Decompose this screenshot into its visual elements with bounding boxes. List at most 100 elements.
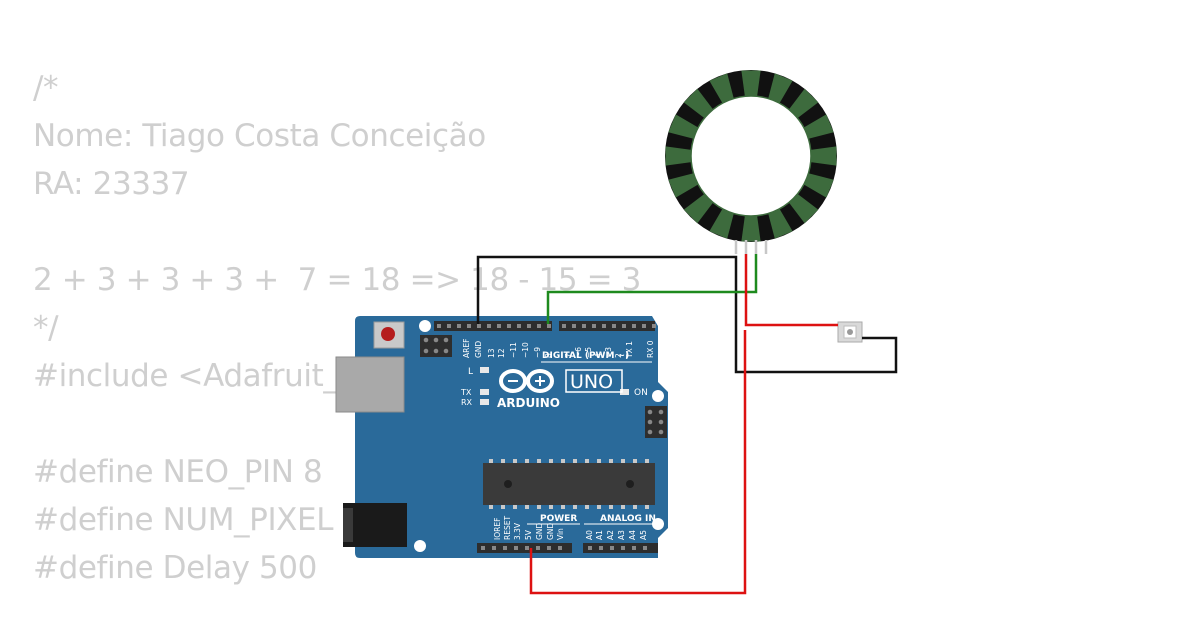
dc-power-jack	[343, 503, 407, 547]
pin-label: ~6	[574, 347, 583, 358]
atmega-chip	[483, 463, 655, 505]
pin-label: 7	[564, 353, 573, 358]
chip-leg	[585, 505, 589, 509]
header-pin	[632, 546, 636, 550]
pin-label: ~11	[509, 342, 518, 358]
header-pin	[525, 546, 529, 550]
pin-label: TX 1	[625, 341, 634, 359]
ring-pixel-16	[709, 73, 734, 104]
mounting-hole	[419, 320, 431, 332]
chip-leg	[501, 459, 505, 463]
chip-leg	[633, 505, 637, 509]
led-rx-label: RX	[461, 398, 473, 407]
icsp-header-right	[645, 406, 667, 438]
header-pin	[632, 324, 636, 328]
chip-leg	[561, 459, 565, 463]
chip-leg	[561, 505, 565, 509]
ring-pixel-2	[768, 73, 793, 104]
header-pin	[572, 324, 576, 328]
header-pin	[562, 324, 566, 328]
header-pin	[547, 546, 551, 550]
code-line: Nome: Tiago Costa Conceição	[33, 118, 486, 154]
pin-label: ~3	[604, 347, 613, 358]
pin-label: A2	[606, 530, 615, 540]
header-pin	[437, 324, 441, 328]
ring-pixel-7	[788, 193, 819, 224]
pin-label: A5	[639, 530, 648, 540]
ring-pixel-10	[709, 208, 734, 239]
digital-label: DIGITAL (PWM ~)	[542, 351, 629, 361]
chip-leg	[549, 459, 553, 463]
usb-connector	[335, 356, 405, 413]
chip-leg	[489, 459, 493, 463]
pin-label: A1	[595, 530, 604, 540]
analog-header	[583, 543, 658, 553]
led-l	[480, 367, 489, 373]
chip-leg	[537, 505, 541, 509]
header-pin	[642, 324, 646, 328]
header-pin	[492, 546, 496, 550]
header-pin	[610, 546, 614, 550]
uno-badge	[565, 369, 623, 393]
chip-leg	[525, 505, 529, 509]
wire-5v-red-ring	[744, 254, 838, 327]
pin-label: IOREF	[493, 518, 502, 540]
single-neopixel[interactable]	[837, 321, 863, 343]
wire-5v-red-board	[529, 330, 747, 595]
chip-leg	[621, 459, 625, 463]
arduino-logo-symbols	[508, 376, 545, 386]
header-pin	[537, 324, 541, 328]
neopixel-ring[interactable]	[665, 70, 837, 254]
reset-button[interactable]	[381, 327, 395, 341]
led-l-label: L	[468, 367, 473, 377]
ring-pins	[734, 240, 768, 254]
chip-leg	[645, 459, 649, 463]
pin-label: 2	[614, 353, 623, 358]
arduino-logo	[499, 369, 554, 393]
header-pin	[477, 324, 481, 328]
arduino-brand: ARDUINO	[497, 396, 560, 410]
header-pin	[514, 546, 518, 550]
power-header	[477, 543, 572, 553]
code-line: RA: 23337	[33, 166, 190, 202]
pin-label: ~9	[533, 347, 542, 358]
header-pin	[547, 324, 551, 328]
ring-pixel-1	[741, 70, 761, 97]
header-pin	[517, 324, 521, 328]
chip-leg	[573, 459, 577, 463]
chip-leg	[525, 459, 529, 463]
header-pin	[558, 546, 562, 550]
header-pin	[481, 546, 485, 550]
chip-leg	[597, 505, 601, 509]
header-pin	[447, 324, 451, 328]
chip-leg	[549, 505, 553, 509]
code-line: 2 + 3 + 3 + 3 + 7 = 18 => 18 - 15 = 3	[33, 262, 641, 298]
pin-label: AREF	[462, 339, 471, 358]
digital-header-left	[434, 321, 552, 331]
ring-pixel-14	[668, 114, 699, 139]
header-pin	[467, 324, 471, 328]
pin-label: ~10	[521, 342, 530, 358]
pin-label: 4	[594, 353, 603, 358]
chip-leg	[573, 505, 577, 509]
uno-label: UNO	[570, 371, 613, 393]
pin-label: GND	[535, 523, 544, 540]
header-pin	[622, 324, 626, 328]
code-line: #define Delay 500	[33, 550, 317, 586]
pin-label: RX 0	[646, 340, 655, 358]
header-pin	[602, 324, 606, 328]
pin-label: 13	[487, 348, 496, 358]
code-line: */	[33, 310, 59, 346]
header-pin	[487, 324, 491, 328]
mounting-hole	[414, 540, 426, 552]
pin-label: GND	[474, 341, 483, 358]
chip-leg	[645, 505, 649, 509]
chip-leg	[537, 459, 541, 463]
ring-pixel-5	[810, 146, 837, 166]
header-pin	[527, 324, 531, 328]
chip-leg	[609, 459, 613, 463]
header-pin	[457, 324, 461, 328]
code-line: #define NEO_PIN 8	[33, 454, 323, 490]
